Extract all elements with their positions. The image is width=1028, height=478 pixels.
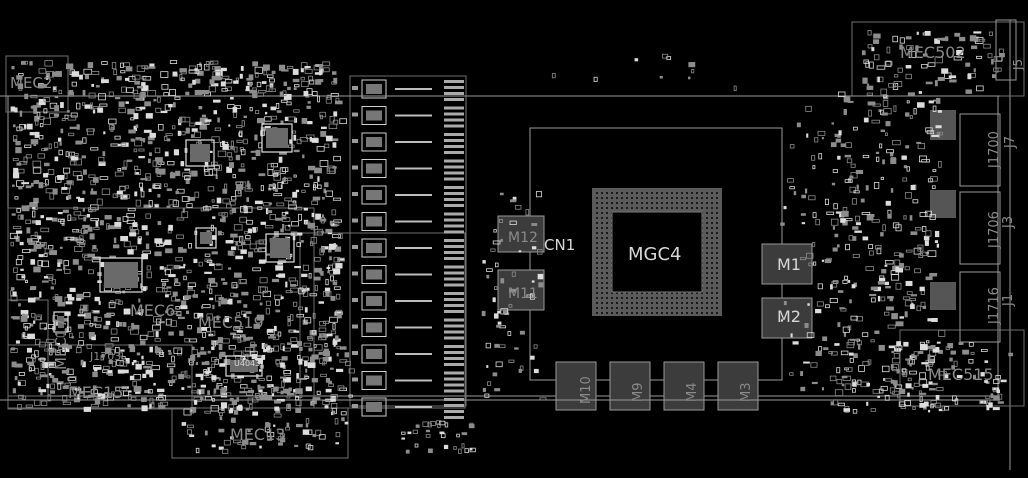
label-mec13: MEC13	[230, 425, 285, 444]
label-m4: M4	[685, 383, 700, 403]
label-mec515: MEC515	[928, 365, 994, 384]
label-mec6: MEC6	[130, 301, 175, 320]
right-connectors	[930, 19, 1017, 343]
label-j1706: J1706	[987, 211, 1002, 249]
label-j1716: J1716	[987, 287, 1002, 325]
vrm-chokes	[352, 79, 464, 419]
memory-chips	[497, 215, 813, 411]
label-j3: J3	[1001, 216, 1016, 229]
label-j5: J5	[1011, 59, 1025, 71]
label-mec2: MEC2	[10, 74, 52, 92]
label-mec17: MEC17	[52, 318, 70, 370]
label-m11: M11	[508, 286, 538, 302]
label-j1700: J1700	[987, 131, 1002, 169]
label-j1: J1	[1001, 294, 1016, 307]
gpu-area	[529, 127, 783, 381]
label-m10: M10	[579, 376, 594, 404]
label-mgc4: MGC4	[628, 244, 682, 265]
label-mec502: MEC502	[900, 43, 966, 62]
label-m12: M12	[508, 230, 538, 246]
label-mec519: MEC519	[198, 313, 264, 332]
label-m1: M1	[777, 255, 801, 274]
label-mec15: MEC15	[68, 383, 123, 402]
silkscreen-labels: MEC2 MEC502 J5 CN1 M12 M11 MGC4 M1 M2 M1…	[10, 43, 1025, 444]
label-j1703: J1703	[89, 350, 121, 363]
label-m9: M9	[631, 383, 646, 403]
smd-components	[9, 30, 1013, 454]
label-u4043: U4043	[234, 359, 260, 368]
label-m3: M3	[739, 383, 754, 403]
label-m2: M2	[777, 307, 801, 326]
label-cn1: CN1	[544, 236, 575, 254]
label-j7: J7	[1003, 136, 1018, 149]
